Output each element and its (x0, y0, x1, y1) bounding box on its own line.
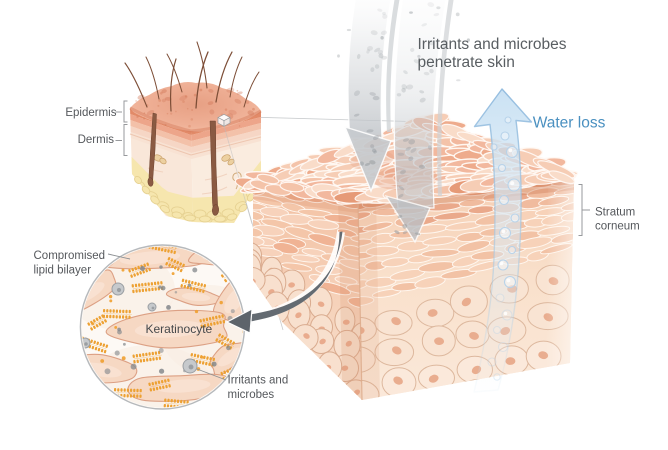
svg-text:Epidermis: Epidermis (65, 107, 116, 119)
svg-text:microbes: microbes (228, 389, 275, 401)
svg-text:penetrate skin: penetrate skin (418, 54, 515, 71)
svg-text:Stratum: Stratum (595, 207, 635, 219)
svg-text:Dermis: Dermis (78, 134, 115, 146)
svg-text:Compromised: Compromised (34, 250, 106, 262)
svg-text:Water loss: Water loss (533, 115, 606, 132)
svg-text:Keratinocyte: Keratinocyte (146, 322, 213, 336)
svg-text:Irritants and: Irritants and (228, 375, 289, 387)
svg-text:corneum: corneum (595, 221, 640, 233)
svg-text:Irritants and microbes: Irritants and microbes (418, 36, 567, 53)
svg-text:lipid bilayer: lipid bilayer (34, 265, 92, 277)
